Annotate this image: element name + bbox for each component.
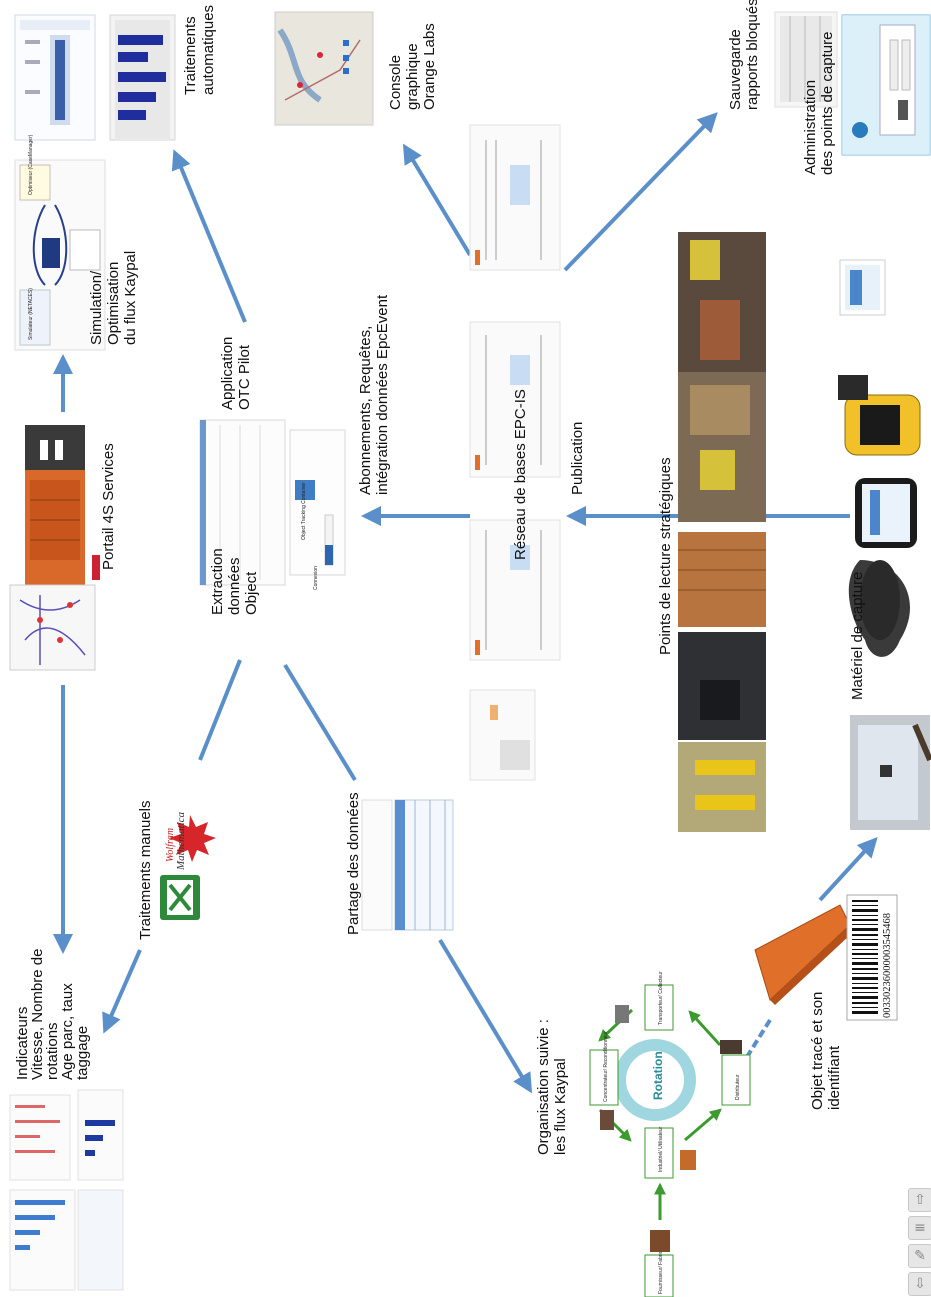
label-points-lecture: Points de lecture stratégiques (657, 457, 674, 655)
rotation-ring (614, 1039, 696, 1121)
node-industriel-label: Industriel/ Utilisateur (658, 1126, 664, 1172)
label-portail-4s: Portail 4S Services (100, 443, 117, 570)
kaypal-cycle: Rotation Transporteur/ Collecteur Concen… (589, 971, 751, 1297)
mathematica-logo: Wolfram Mathematica (165, 811, 216, 871)
nav-menu-button[interactable]: ≡ (908, 1216, 931, 1240)
label-publication: Publication (569, 422, 586, 495)
device-tablet-admin (839, 259, 886, 316)
arrow-extraction-to-manual (198, 659, 242, 761)
thumb-portal-4s (25, 425, 100, 585)
wolfram-text: Wolfram (165, 828, 176, 862)
thumb-network-map (9, 584, 96, 671)
thumb-epcis-2 (469, 321, 561, 478)
arrow-extraction-to-sharing (283, 663, 357, 782)
thumb-report-table (14, 14, 96, 141)
label-organisation: Organisation suivie : les flux Kaypal (535, 1015, 569, 1155)
device-smartphone (855, 478, 917, 548)
thumb-optimiser-text: Optimiseur (CaseManager) (28, 134, 34, 195)
barcode-number: 00330236000003545468 (882, 913, 893, 1018)
label-simulation: Simulation/ Optimisation du flux Kaypal (88, 251, 139, 345)
label-console: Console graphique Orange Labs (387, 23, 438, 110)
arrow-otc-to-automatic (171, 149, 247, 323)
thumb-bar-chart (109, 14, 176, 141)
cycle-node-distributeur: Distributeur (721, 1054, 751, 1106)
device-handheld-scanner (848, 560, 911, 657)
arrow-sharing-to-organisation (438, 938, 533, 1094)
cycle-node-transporteur: Transporteur/ Collecteur (644, 971, 674, 1031)
thumb-backup-table (774, 11, 838, 108)
label-traitements-manuels: Traitements manuels (137, 801, 154, 941)
thumb-otc-table (199, 419, 286, 586)
arrow-manual-to-indicators (102, 949, 142, 1034)
thumb-epcis-3 (469, 519, 561, 661)
label-abonnements: Abonnements, Requêtes, intégration donné… (357, 294, 391, 495)
cycle-node-industriel: Industriel/ Utilisateur (644, 1126, 674, 1179)
factory-icon (650, 1230, 670, 1252)
mathematica-text: Mathematica (175, 811, 187, 871)
label-administration: Administration des points de capture (802, 32, 836, 175)
excel-logo (160, 875, 200, 920)
nav-pen-button[interactable]: ✎ (908, 1244, 931, 1268)
label-extraction: Extraction données Object (209, 544, 260, 615)
store-icon (680, 1150, 696, 1170)
thumb-indicator-charts (9, 1089, 124, 1291)
barcode: 00330236000003545468 (846, 894, 898, 1021)
nav-down-button[interactable]: ⇩ (908, 1272, 931, 1296)
truck-icon (615, 1005, 629, 1023)
node-transporteur-label: Transporteur/ Collecteur (658, 971, 664, 1025)
arrow-object-to-reader (818, 837, 878, 902)
thumb-login-admin (841, 14, 931, 156)
cycle-node-concentrateur: Concentrateur/ Reconditionneur (589, 1031, 619, 1106)
warehouse-icon (720, 1040, 742, 1054)
photo-signature-tablet (850, 715, 931, 830)
label-traitements-automatiques: Traitements automatiques (182, 5, 217, 95)
device-rugged-reader (838, 375, 921, 456)
thumb-simulation: Optimiseur (CaseManager) Simulateur (NET… (14, 134, 106, 351)
otc-login-title: Connexion (313, 566, 319, 590)
arrow-to-backup (563, 112, 718, 272)
cycle-node-fournisseur: Fournisseur/ Fabricant (644, 1243, 674, 1297)
rotation-label: Rotation (651, 1051, 665, 1100)
label-indicateurs: Indicateurs Vitesse, Nombre de rotations… (14, 944, 91, 1080)
arrow-to-console (402, 143, 472, 257)
label-objet: Objet tracé et son identifiant (809, 987, 843, 1110)
otc-brand-text: Object Tracking Container (301, 482, 307, 540)
node-concentrateur-label: Concentrateur/ Reconditionneur (603, 1031, 609, 1102)
thumb-otc-login: Object Tracking Container Connexion (289, 429, 346, 590)
photo-tray-object (754, 904, 851, 1005)
pallet-icon (600, 1110, 614, 1130)
thumb-epcis-4 (469, 689, 536, 781)
label-reseau-epcis: Réseau de bases EPC-IS (512, 389, 529, 560)
thumb-epcis-1 (469, 124, 561, 271)
photo-strip-warehouse (678, 232, 766, 832)
thumb-map-console (274, 11, 374, 126)
node-fournisseur-label: Fournisseur/ Fabricant (658, 1243, 664, 1294)
thumb-simulator-text: Simulateur (NETACES) (28, 288, 34, 340)
nav-up-button[interactable]: ⇧ (908, 1188, 931, 1212)
label-sauvegarde: Sauvegarde rapports bloqués (727, 0, 761, 110)
node-distributeur-label: Distributeur (735, 1074, 741, 1100)
arrow-object-to-cycle-dash (743, 1018, 772, 1062)
label-materiel: Matériel de capture (849, 572, 866, 700)
label-application: Application OTC Pilot (219, 332, 253, 410)
label-partage: Partage des données (345, 792, 362, 935)
thumb-sharing-tables (361, 799, 454, 931)
